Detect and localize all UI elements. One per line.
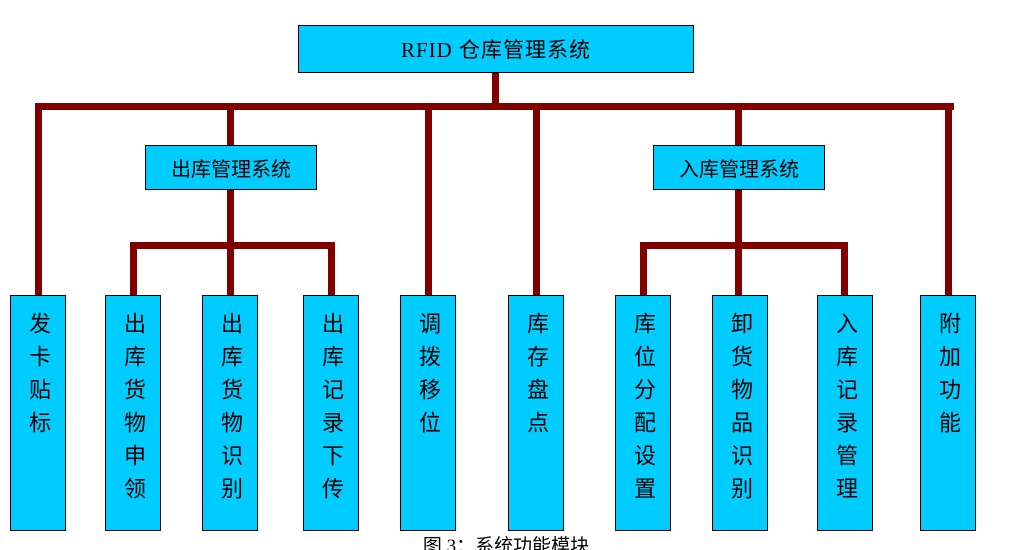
- node-inventory-check: 库存盘点: [508, 295, 564, 531]
- leaf-label: 出库记录下传: [319, 312, 344, 510]
- figure-caption: 图 3：系统功能模块: [422, 536, 590, 550]
- leaf-label: 发卡贴标: [26, 312, 51, 444]
- node-inbound-label: 入库管理系统: [679, 159, 799, 181]
- node-root-system: RFID 仓库管理系统: [298, 25, 694, 73]
- node-outbound-management: 出库管理系统: [145, 145, 317, 190]
- node-card-issuing-labeling: 发卡贴标: [10, 295, 66, 531]
- node-unloading-goods-identification: 卸货物品识别: [712, 295, 768, 531]
- connector-outbound-hbar: [130, 242, 335, 249]
- node-inbound-management: 入库管理系统: [653, 145, 825, 190]
- leaf-label: 附加功能: [936, 312, 961, 444]
- leaf-label: 卸货物品识别: [728, 312, 753, 510]
- connector-drop-additional: [945, 103, 952, 295]
- node-transfer-relocation: 调拨移位: [400, 295, 456, 531]
- node-outbound-record-download: 出库记录下传: [303, 295, 359, 531]
- node-root-label: RFID 仓库管理系统: [400, 38, 592, 62]
- leaf-label: 入库记录管理: [833, 312, 858, 510]
- connector-drop-transfer: [425, 103, 432, 295]
- leaf-label: 调拨移位: [416, 312, 441, 444]
- connector-outbound-drop-right: [328, 242, 335, 295]
- connector-inbound-drop-left: [640, 242, 647, 295]
- connector-inbound-drop-right: [841, 242, 848, 295]
- node-inbound-record-management: 入库记录管理: [817, 295, 873, 531]
- connector-drop-card-labeling: [35, 103, 42, 295]
- leaf-label: 库存盘点: [524, 312, 549, 444]
- node-outbound-label: 出库管理系统: [171, 159, 291, 181]
- connector-drop-inbound: [735, 103, 742, 147]
- connector-inbound-hbar: [640, 242, 848, 249]
- leaf-label: 出库货物申领: [121, 312, 146, 510]
- connector-root-stem: [492, 73, 499, 105]
- connector-drop-inventory: [533, 103, 540, 295]
- leaf-label: 库位分配设置: [631, 312, 656, 510]
- leaf-label: 出库货物识别: [218, 312, 243, 510]
- connector-outbound-drop-left: [130, 242, 137, 295]
- node-additional-functions: 附加功能: [920, 295, 976, 531]
- node-outbound-goods-identification: 出库货物识别: [202, 295, 258, 531]
- node-outbound-goods-request: 出库货物申领: [105, 295, 161, 531]
- node-location-allocation-setting: 库位分配设置: [615, 295, 671, 531]
- connector-drop-outbound: [227, 103, 234, 147]
- connector-main-hbar: [35, 103, 954, 110]
